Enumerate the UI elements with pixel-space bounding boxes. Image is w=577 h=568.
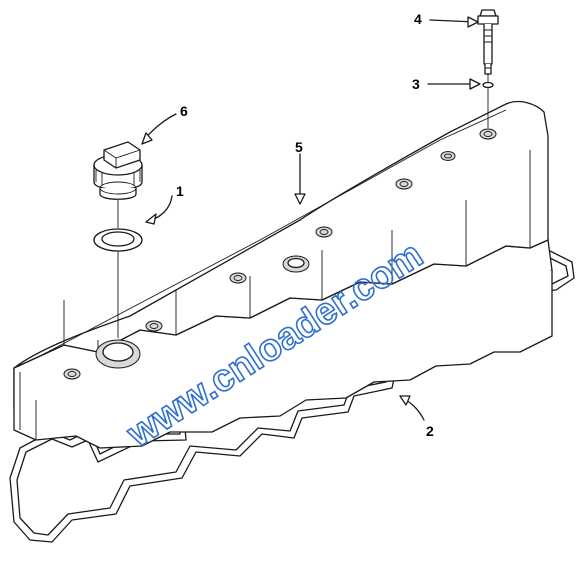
bolt-hole — [229, 272, 247, 284]
callout-6: 6 — [141, 103, 188, 145]
rocker-valve-cover — [13, 100, 553, 449]
bolt-hole — [479, 128, 497, 140]
oil-filler-cap — [93, 141, 143, 200]
mounting-stud — [477, 9, 499, 75]
callout-label-1: 1 — [176, 183, 184, 199]
bolt-hole — [63, 368, 81, 380]
callout-2: 2 — [399, 395, 434, 439]
stud-washer — [482, 81, 494, 89]
callout-label-4: 4 — [414, 11, 422, 27]
assembly-lines — [117, 74, 489, 338]
bolt-hole — [145, 320, 163, 332]
callout-4: 4 — [414, 11, 479, 28]
callout-1: 1 — [145, 183, 184, 225]
callout-3: 3 — [412, 76, 481, 92]
bolt-hole — [440, 151, 456, 161]
breather-port — [282, 255, 310, 273]
callout-label-6: 6 — [180, 103, 188, 119]
oil-filler-port — [95, 339, 141, 369]
bolt-hole — [395, 178, 413, 190]
callout-label-2: 2 — [426, 423, 434, 439]
callout-5: 5 — [294, 139, 306, 205]
filler-cap-o-ring — [93, 228, 143, 252]
callout-label-3: 3 — [412, 76, 420, 92]
callout-label-5: 5 — [295, 139, 303, 155]
bolt-hole — [315, 226, 333, 238]
